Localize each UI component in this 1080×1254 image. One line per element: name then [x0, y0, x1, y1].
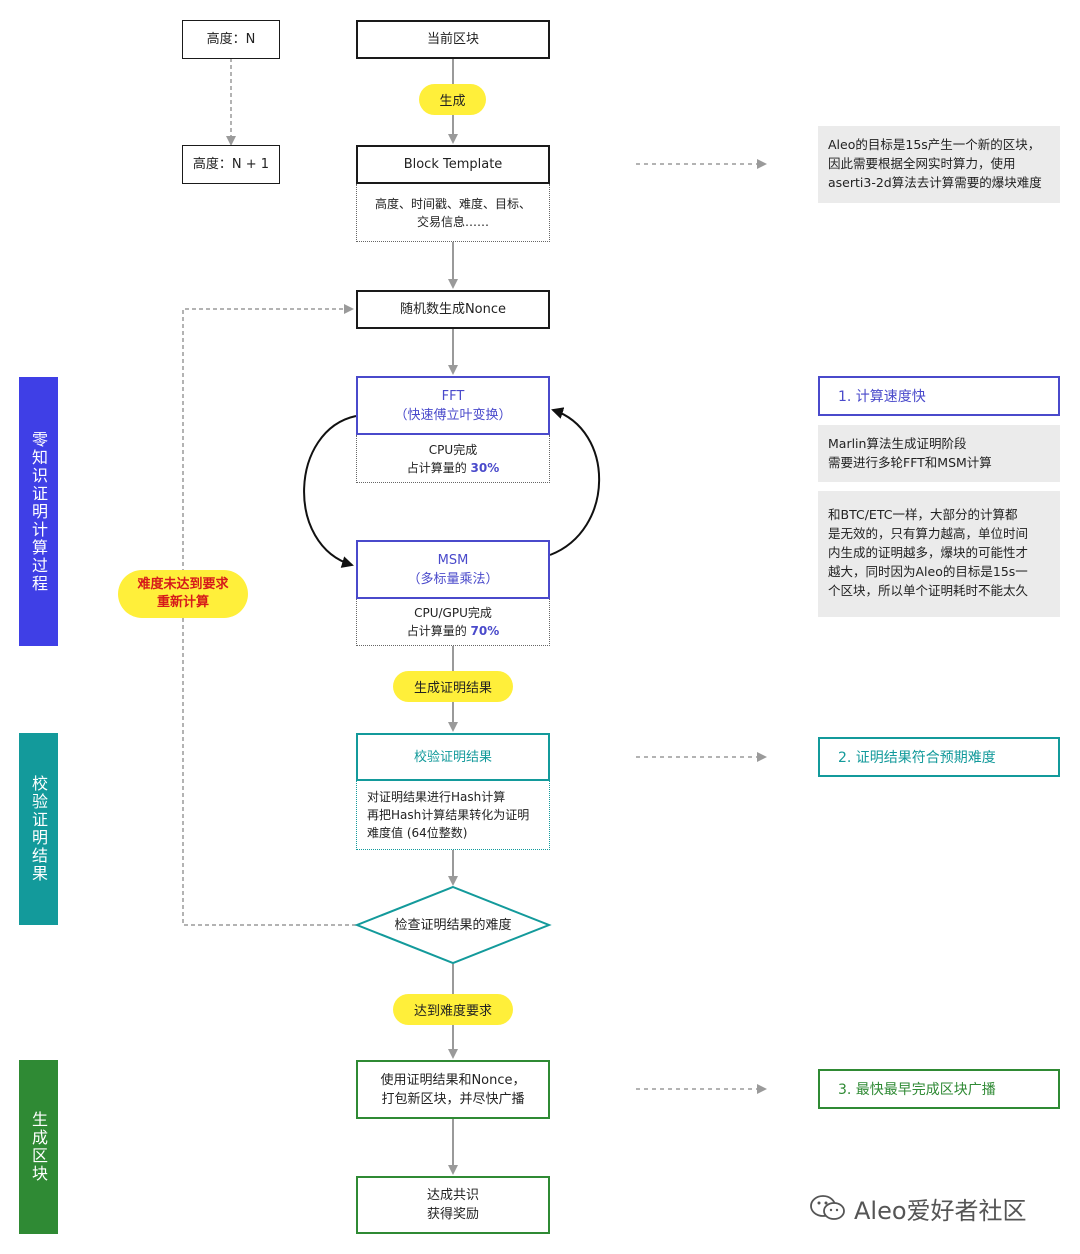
note-btc-line-1: 和BTC/ETC一样，大部分的计算都	[828, 507, 1018, 522]
retry-line-1: 难度未达到要求	[137, 577, 229, 592]
fft-to-msm-curve	[303, 415, 357, 568]
note-aleo-line-1: Aleo的目标是15s产生一个新的区块，	[828, 137, 1041, 152]
retry-loop-dashed	[182, 304, 356, 926]
generate-proof-pill: 生成证明结果	[393, 671, 513, 702]
fft-title: FFT	[441, 388, 465, 404]
consensus-line-2: 获得奖励	[426, 1207, 479, 1222]
note-btc-line-5: 个区块，所以单个证明耗时不能太久	[828, 583, 1029, 598]
fft-subtitle: （快速傅立叶变换）	[394, 407, 512, 423]
verify-proof-detail: 对证明结果进行Hash计算 再把Hash计算结果转化为证明 难度值 (64位整数…	[356, 781, 550, 850]
stage-verify-label: 校验证明结果	[29, 775, 48, 883]
pack-block-line-2: 打包新区块，并尽快广播	[381, 1091, 525, 1107]
height-n1-box: 高度：N + 1	[182, 145, 280, 184]
note-aleo-line-3: aserti3-2d算法去计算需要的爆块难度	[828, 175, 1042, 190]
generate-pill: 生成	[419, 84, 486, 115]
block-template-detail: 高度、时间戳、难度、目标、 交易信息……	[356, 184, 550, 242]
goal-3-box: 3. 最快最早完成区块广播	[818, 1069, 1060, 1109]
stage-zk-bar: 零知识证明计算过程	[19, 377, 58, 646]
height-n-box: 高度：N	[182, 20, 280, 59]
msm-share-label: 占计算量的	[406, 624, 471, 638]
verify-proof-box: 校验证明结果	[356, 733, 550, 781]
consensus-box: 达成共识 获得奖励	[356, 1176, 550, 1234]
block-template-box: Block Template	[356, 145, 550, 184]
check-difficulty-diamond	[354, 885, 552, 965]
note-btc-line-2: 是无效的，只有算力越高，单位时间	[828, 526, 1029, 541]
retry-pill: 难度未达到要求 重新计算	[118, 570, 248, 618]
current-block-box: 当前区块	[356, 20, 550, 59]
msm-share-value: 70%	[470, 624, 500, 638]
note-aleo-line-2: 因此需要根据全网实时算力，使用	[828, 156, 1016, 171]
note-marlin-line-2: 需要进行多轮FFT和MSM计算	[828, 455, 992, 470]
fft-share-value: 30%	[470, 460, 500, 475]
fft-detail-line-2: 占计算量的 30%	[407, 459, 500, 477]
msm-detail: CPU/GPU完成 占计算量的 70%	[356, 599, 550, 646]
stage-verify-bar: 校验证明结果	[19, 733, 58, 925]
note-marlin-line-1: Marlin算法生成证明阶段	[828, 436, 967, 451]
verify-detail-line-3: 难度值 (64位整数)	[367, 826, 468, 840]
nonce-box: 随机数生成Nonce	[356, 290, 550, 329]
msm-detail-line-1: CPU/GPU完成	[414, 606, 492, 620]
stage-zk-label: 零知识证明计算过程	[29, 430, 48, 593]
verify-detail-line-2: 再把Hash计算结果转化为证明	[367, 808, 530, 822]
note-btc: 和BTC/ETC一样，大部分的计算都 是无效的，只有算力越高，单位时间 内生成的…	[818, 491, 1060, 617]
msm-box: MSM （多标量乘法）	[356, 540, 550, 599]
fft-box: FFT （快速傅立叶变换）	[356, 376, 550, 435]
fft-detail-line-1: CPU完成	[428, 442, 478, 457]
stage-generate-label: 生成区块	[29, 1111, 48, 1183]
wechat-icon	[810, 1195, 845, 1220]
watermark-text: Aleo爱好者社区	[854, 1196, 1027, 1225]
consensus-line-1: 达成共识	[426, 1188, 479, 1203]
check-difficulty-label: 检查证明结果的难度	[394, 917, 512, 933]
msm-detail-line-2: 占计算量的 70%	[407, 622, 500, 640]
note-btc-line-3: 内生成的证明越多，爆块的可能性才	[828, 545, 1029, 560]
note-aleo-target: Aleo的目标是15s产生一个新的区块， 因此需要根据全网实时算力，使用 ase…	[818, 126, 1060, 203]
stage-generate-bar: 生成区块	[19, 1060, 58, 1234]
reach-difficulty-pill: 达到难度要求	[393, 994, 513, 1025]
note-marlin: Marlin算法生成证明阶段 需要进行多轮FFT和MSM计算	[818, 425, 1060, 482]
note-btc-line-4: 越大，同时因为Aleo的目标是15s一	[828, 564, 1028, 579]
msm-subtitle: （多标量乘法）	[407, 571, 499, 587]
msm-title: MSM	[437, 552, 469, 568]
msm-to-fft-curve	[549, 407, 601, 556]
retry-line-2: 重新计算	[156, 595, 209, 610]
fft-detail: CPU完成 占计算量的 30%	[356, 435, 550, 483]
fft-share-label: 占计算量的	[406, 460, 471, 475]
goal-1-box: 1. 计算速度快	[818, 376, 1060, 416]
pack-block-line-1: 使用证明结果和Nonce，	[380, 1072, 526, 1088]
pack-block-box: 使用证明结果和Nonce， 打包新区块，并尽快广播	[356, 1060, 550, 1119]
template-detail-line-2: 交易信息……	[416, 214, 489, 229]
template-detail-line-1: 高度、时间戳、难度、目标、	[374, 196, 531, 211]
goal-2-box: 2. 证明结果符合预期难度	[818, 737, 1060, 777]
watermark: Aleo爱好者社区	[808, 1188, 1058, 1228]
verify-detail-line-1: 对证明结果进行Hash计算	[367, 790, 506, 804]
